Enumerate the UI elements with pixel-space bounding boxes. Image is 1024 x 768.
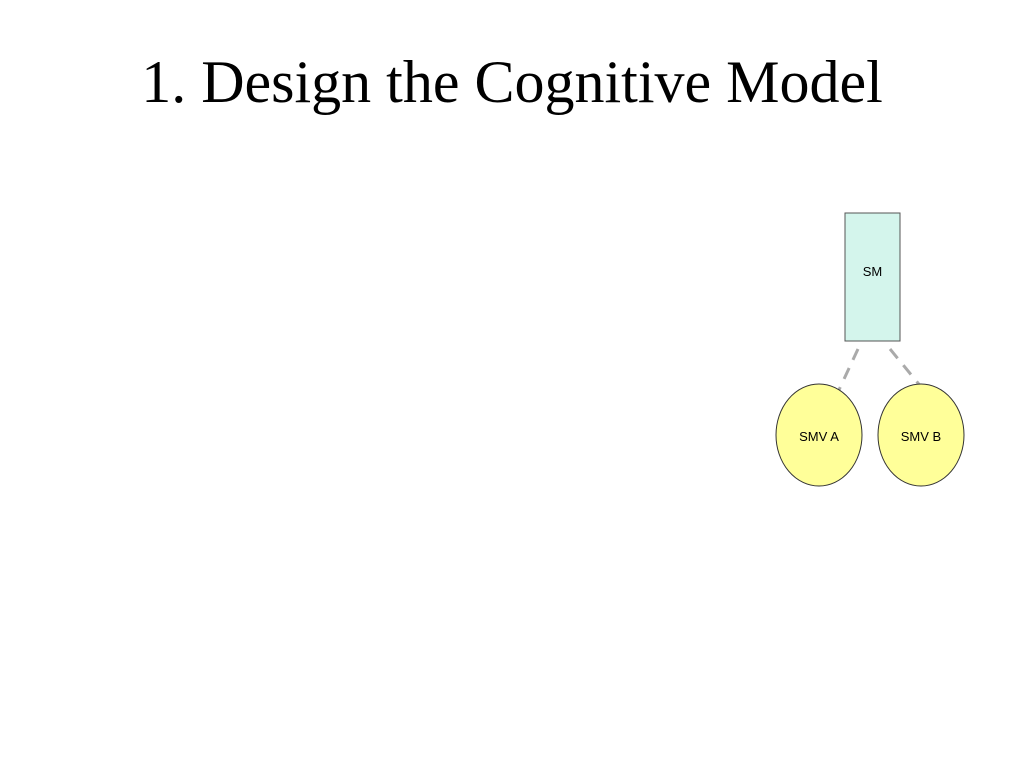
node-smv-b-ellipse — [877, 383, 965, 487]
node-smv-a-ellipse — [775, 383, 863, 487]
node-smv-b: SMV B — [877, 383, 965, 487]
slide-title: 1. Design the Cognitive Model — [141, 49, 883, 115]
node-sm: SM — [844, 212, 901, 342]
node-sm-box — [844, 212, 901, 342]
node-smv-a-label: SMV A — [799, 429, 839, 444]
node-smv-b-label: SMV B — [901, 429, 941, 444]
edge-sm-to-smv-b — [888, 348, 924, 389]
node-smv-a: SMV A — [775, 383, 863, 487]
node-sm-label: SM — [863, 264, 883, 279]
edge-sm-to-smv-a — [836, 348, 860, 393]
